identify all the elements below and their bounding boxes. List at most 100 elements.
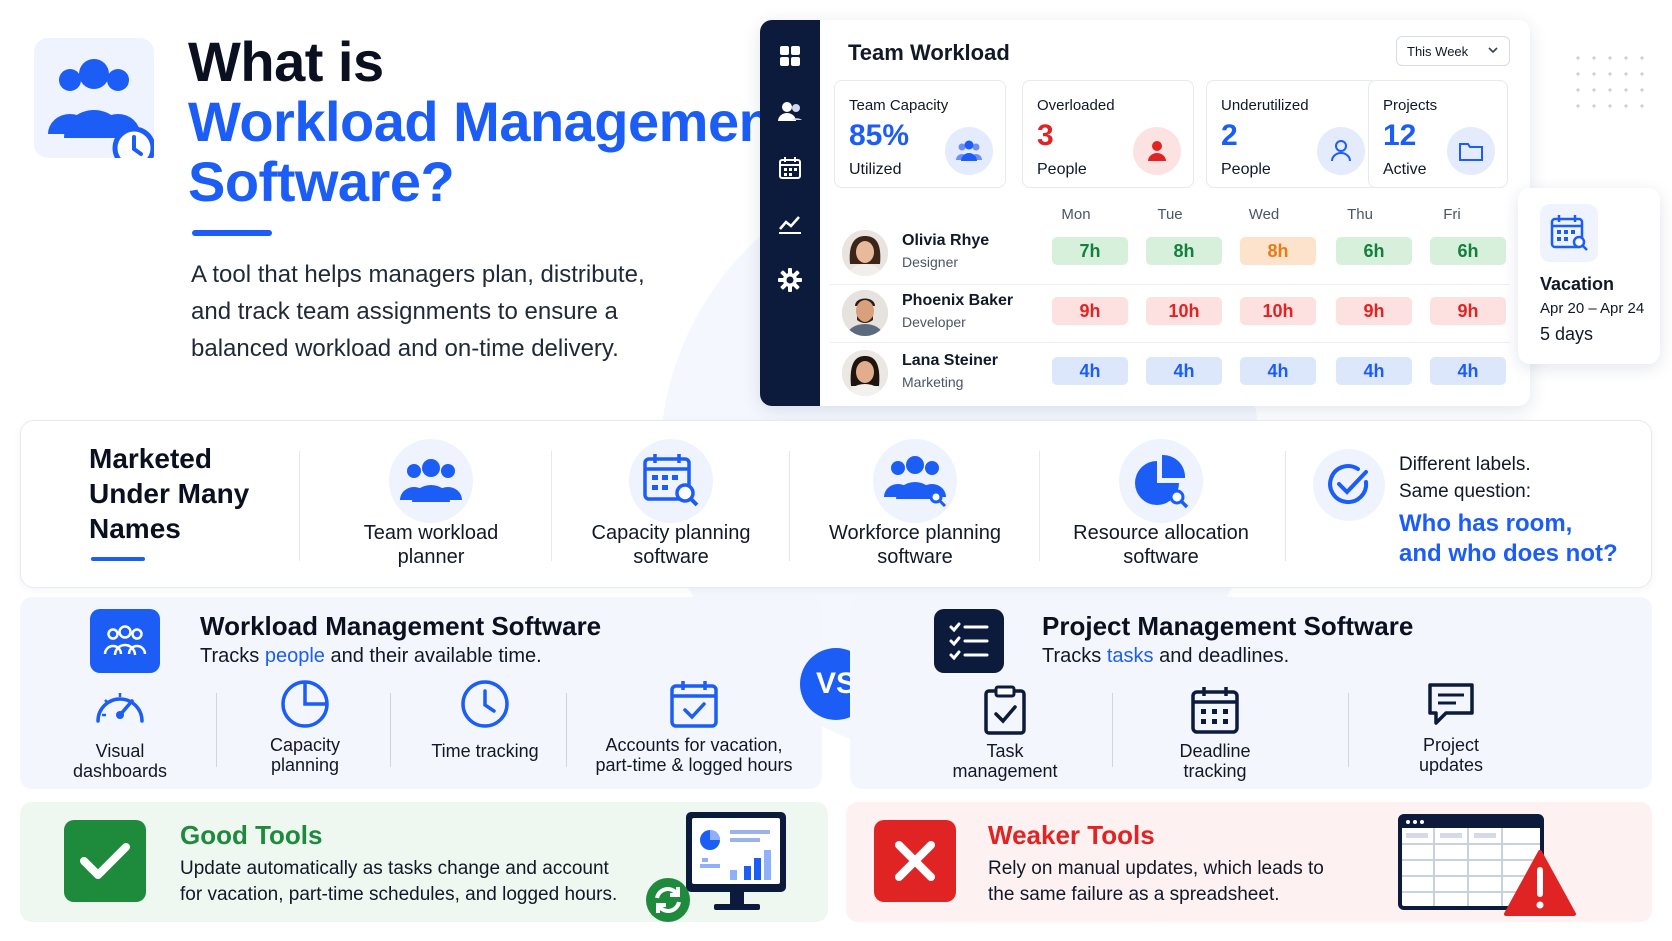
- project-title: Project Management Software: [1042, 611, 1414, 641]
- hours-cell: 9h: [1052, 297, 1128, 325]
- person-row[interactable]: Phoenix Baker Developer 9h 10h 10h 9h 9h: [830, 284, 1520, 342]
- vacation-card: Vacation Apr 20 – Apr 24 5 days: [1518, 188, 1660, 364]
- question-text: Different labels. Same question:: [1399, 451, 1531, 505]
- pie-chart-icon: [1119, 439, 1203, 523]
- label-line1: Resource allocation: [1073, 522, 1249, 544]
- team-workload-dashboard: Team Workload This Week Team Capacity 85…: [760, 20, 1530, 406]
- names-title-line1: Marketed: [89, 443, 212, 474]
- names-title-line2: Under Many: [89, 478, 250, 509]
- hours-cell: 4h: [1052, 357, 1128, 385]
- stat-card-overloaded: Overloaded 3 People: [1022, 80, 1194, 188]
- pie-chart-icon: [240, 679, 370, 733]
- stat-value: 3: [1037, 119, 1054, 152]
- stat-label: Overloaded: [1037, 97, 1115, 114]
- label-line2: software: [877, 546, 953, 568]
- spreadsheet-warning-icon: [1398, 814, 1598, 918]
- row-divider: [830, 284, 1510, 285]
- feature-time-tracking: Time tracking: [410, 679, 560, 761]
- hero-title-line3: Software?: [188, 150, 455, 213]
- stat-sub: People: [1221, 161, 1271, 178]
- person-role: Marketing: [902, 374, 964, 390]
- weaker-tools-title: Weaker Tools: [988, 820, 1155, 850]
- person-name: Olivia Rhye: [902, 232, 990, 249]
- stat-label: Projects: [1383, 97, 1438, 114]
- team-search-icon: [873, 439, 957, 523]
- calendar-check-icon: [576, 679, 812, 733]
- person-name: Lana Steiner: [902, 352, 999, 369]
- workload-title: Workload Management Software: [200, 611, 602, 641]
- message-icon: [1386, 679, 1516, 733]
- row-divider: [830, 342, 1510, 343]
- calendar-search-icon: [629, 439, 713, 523]
- settings-icon[interactable]: [778, 268, 802, 292]
- hours-cell: 9h: [1430, 297, 1506, 325]
- calendar-icon[interactable]: [778, 156, 802, 180]
- divider: [551, 451, 552, 561]
- feature-accounts-vacation: Accounts for vacation, part-time & logge…: [576, 679, 812, 775]
- stat-card-underutilized: Underutilized 2 People: [1206, 80, 1378, 188]
- workload-sub-highlight: people: [264, 645, 325, 667]
- period-select[interactable]: This Week: [1396, 36, 1510, 66]
- label-line1: Capacity planning: [591, 522, 751, 544]
- grid-icon[interactable]: [778, 44, 802, 68]
- person-name: Phoenix Baker: [902, 292, 1014, 309]
- checkmark-icon: [64, 820, 146, 902]
- feature-line1: Accounts for vacation,: [605, 735, 783, 755]
- workload-sub-before: Tracks: [200, 645, 260, 667]
- project-sub-before: Tracks: [1042, 645, 1102, 667]
- divider: [1112, 693, 1113, 767]
- folder-icon: [1447, 127, 1495, 175]
- divider: [1348, 693, 1349, 767]
- stat-sub: Active: [1383, 161, 1427, 178]
- person-row[interactable]: Lana Steiner Marketing 4h 4h 4h 4h 4h: [830, 344, 1520, 402]
- names-title: Marketed Under Many Names: [89, 441, 249, 546]
- person-icon: [1133, 127, 1181, 175]
- label-line2: software: [633, 546, 709, 568]
- chevron-down-icon: [1487, 44, 1499, 59]
- analytics-icon[interactable]: [778, 212, 802, 236]
- clock-icon: [410, 679, 560, 739]
- feature-visual-dashboards: Visual dashboards: [60, 685, 180, 781]
- day-header: Wed: [1248, 206, 1280, 223]
- hero-description: A tool that helps managers plan, distrib…: [191, 261, 645, 362]
- weaker-tools-description: Rely on manual updates, which leads to t…: [988, 856, 1448, 908]
- question-highlight: Who has room, and who does not?: [1399, 509, 1618, 569]
- divider: [1039, 451, 1040, 561]
- hours-cell: 9h: [1336, 297, 1412, 325]
- feature-line2: planning: [270, 755, 340, 775]
- feature-line1: Visual: [95, 741, 145, 761]
- highlight-line2: and who does not?: [1399, 540, 1618, 567]
- divider: [390, 693, 391, 767]
- project-sub-highlight: tasks: [1106, 645, 1154, 667]
- project-management-panel: Project Management Software Tracks tasks…: [850, 597, 1652, 789]
- users-icon[interactable]: [778, 100, 802, 124]
- gauge-icon: [60, 685, 180, 739]
- feature-line2: part-time & logged hours: [595, 755, 793, 775]
- hours-cell: 6h: [1430, 237, 1506, 265]
- hero-title: What is Workload Management Software?: [188, 32, 791, 213]
- hours-cell: 4h: [1336, 357, 1412, 385]
- person-row[interactable]: Olivia Rhye Designer 7h 8h 8h 6h 6h: [830, 224, 1520, 282]
- weak-desc-line1: Rely on manual updates, which leads to: [988, 858, 1324, 879]
- vacation-days: 5 days: [1540, 324, 1594, 344]
- dot-pattern: [1570, 50, 1650, 110]
- divider: [789, 451, 790, 561]
- feature-line1: Time tracking: [431, 741, 539, 761]
- feature-capacity-planning: Capacity planning: [240, 679, 370, 775]
- avatar: [842, 290, 888, 336]
- stat-value: 2: [1221, 119, 1238, 152]
- clipboard-check-icon: [930, 685, 1080, 739]
- stat-label: Team Capacity: [849, 97, 949, 114]
- stat-label: Underutilized: [1221, 97, 1309, 114]
- hours-cell: 7h: [1052, 237, 1128, 265]
- day-header: Fri: [1443, 206, 1461, 223]
- hours-cell: 6h: [1336, 237, 1412, 265]
- person-outline-icon: [1317, 127, 1365, 175]
- dashboard-sidebar: [760, 20, 820, 406]
- hero-underline: [192, 230, 272, 236]
